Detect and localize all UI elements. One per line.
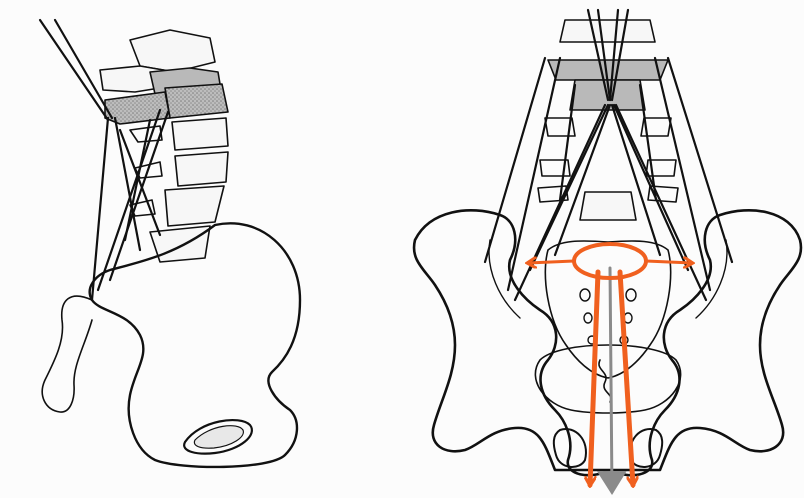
foramen-l2: [584, 313, 592, 323]
coccyx-curl: [599, 360, 611, 402]
ilium-outline: [90, 223, 300, 467]
vertebra-l2-shaded: [165, 84, 228, 118]
right-downward-arrow: [620, 272, 633, 485]
foramen-l1: [580, 289, 590, 301]
pelvis-outline: [414, 210, 801, 475]
sacral-foramina: [580, 289, 636, 344]
obturator-inner: [194, 426, 243, 449]
vert-top: [560, 20, 655, 42]
sacrum-outline: [42, 296, 92, 412]
lumbar-spine-posterior: [538, 20, 678, 220]
left-downward-arrow: [590, 272, 598, 485]
lateral-view-panel: [40, 20, 300, 467]
central-axis-arrow: [610, 268, 612, 492]
fascicle-7: [120, 130, 160, 235]
fascicle-1: [40, 20, 108, 120]
left-lateral-arrow: [528, 261, 574, 263]
pf-15: [560, 85, 575, 200]
pf-14: [668, 58, 732, 262]
fascicle-8: [125, 120, 150, 240]
vert-l5: [580, 192, 636, 220]
muscle-lines-posterior: [485, 10, 732, 300]
right-lateral-arrow: [646, 261, 692, 263]
vertebra-l4: [175, 152, 228, 186]
foramen-r1: [626, 289, 636, 301]
iliac-wing-left-inner: [489, 240, 520, 318]
right-obturator: [630, 429, 662, 467]
vertebra-l3: [172, 118, 228, 150]
pelvic-inlet: [535, 345, 680, 413]
vertebra-l5: [165, 186, 224, 226]
